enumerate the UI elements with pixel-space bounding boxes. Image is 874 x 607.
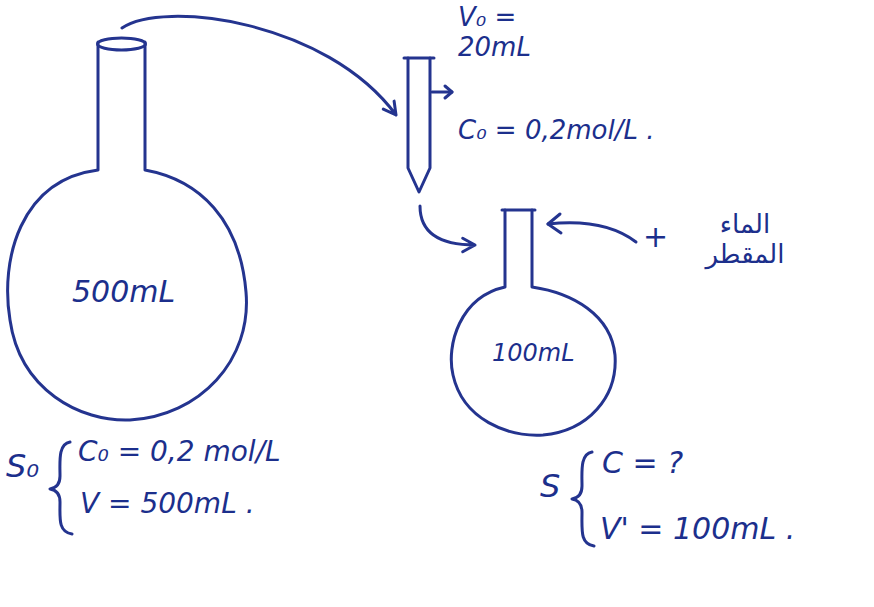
concentration-unknown: C = ? (602, 446, 683, 481)
node-text: 100mL (492, 340, 575, 368)
transfer-arrow (420, 206, 475, 252)
water-leader-head (548, 214, 561, 233)
arrow-path (122, 16, 396, 115)
solution-name: S (540, 468, 560, 505)
solution-name: S₀ (6, 448, 39, 485)
brace-right (572, 452, 594, 546)
plus-sign: + (643, 220, 668, 255)
stock-flask-outline (0, 30, 260, 430)
node-text: C₀ = 0,2mol/L . (458, 116, 654, 146)
arrow-path (420, 206, 475, 252)
volumetric-flask-outline (478, 205, 618, 430)
volume-value: V = 500mL . (80, 488, 255, 520)
volumetric-flask: 100mL (478, 205, 618, 430)
brace-left (50, 442, 72, 534)
volume-value: V' = 100mL . (600, 512, 795, 547)
stock-flask: 500mL (0, 30, 260, 430)
pipette: V₀ = 20mLC₀ = 0,2mol/L . (400, 50, 440, 200)
distilled-water-label: الماء المقطر (695, 210, 795, 270)
pipette-outline (400, 50, 440, 200)
transfer-arrow (122, 16, 396, 115)
node-text: V₀ = 20mL (458, 3, 576, 63)
concentration-value: C₀ = 0,2 mol/L (78, 436, 281, 468)
node-text: 500mL (72, 275, 175, 310)
